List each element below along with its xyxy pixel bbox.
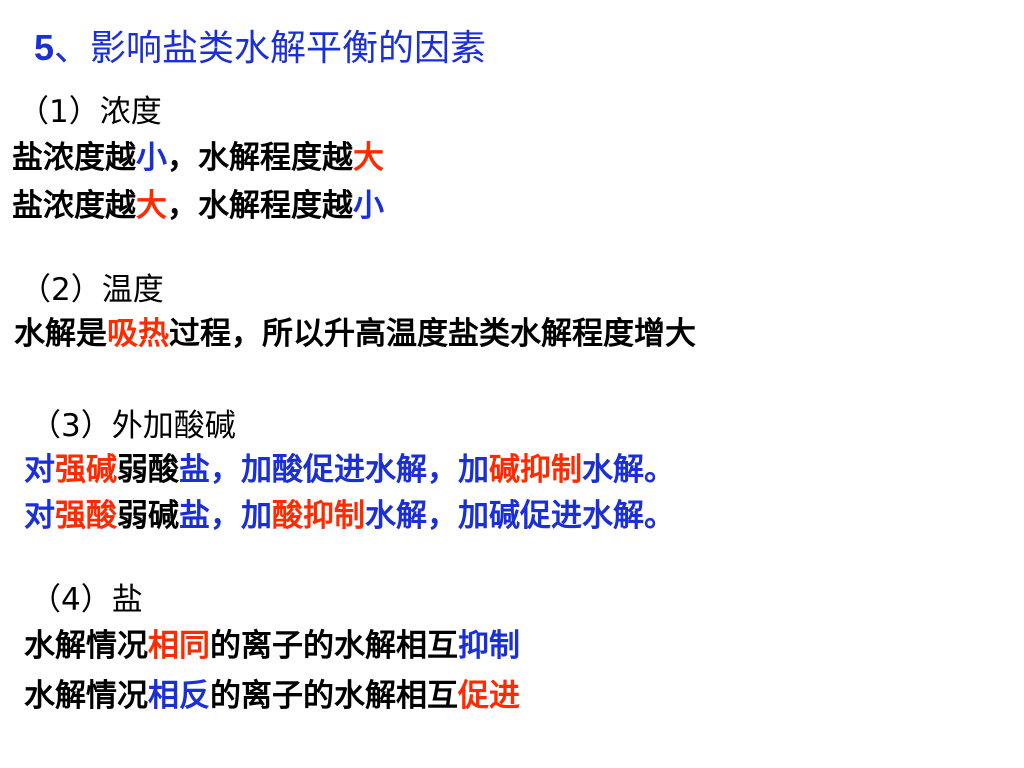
concentration-line-2: 盐浓度越大，水解程度越小 [12, 186, 384, 226]
salt-line-2-segment: 相反 [148, 678, 210, 714]
acid-base-line-2-segment: 水解，加碱促进水解。 [365, 498, 675, 534]
heading-acid-base-segment: （3）外加酸碱 [30, 408, 236, 444]
concentration-line-1-segment: 小 [136, 140, 167, 176]
acid-base-line-2-segment: 对 [24, 498, 55, 534]
heading-salt: （4）盐 [30, 580, 143, 620]
temperature-line-segment: 吸热 [107, 316, 169, 352]
salt-line-1-segment: 的离子的水解相互 [210, 628, 458, 664]
concentration-line-1: 盐浓度越小，水解程度越大 [12, 138, 384, 178]
acid-base-line-1-segment: 盐，加酸促进水解，加 [179, 452, 489, 488]
concentration-line-1-segment: ，水解程度越 [167, 140, 353, 176]
acid-base-line-1-segment: 碱抑制 [489, 452, 582, 488]
acid-base-line-2-segment: 弱碱 [117, 498, 179, 534]
acid-base-line-2-segment: 盐，加 [179, 498, 272, 534]
concentration-line-2-segment: 小 [353, 188, 384, 224]
concentration-line-1-segment: 大 [353, 140, 384, 176]
slide-title-segment: 、影响盐类水解平衡的因素 [54, 28, 487, 69]
slide-title-segment: 5 [34, 27, 55, 68]
acid-base-line-2-segment: 强酸 [55, 498, 117, 534]
acid-base-line-1-segment: 强碱 [55, 452, 117, 488]
acid-base-line-1-segment: 水解。 [582, 452, 675, 488]
acid-base-line-1-segment: 对 [24, 452, 55, 488]
salt-line-1: 水解情况相同的离子的水解相互抑制 [24, 626, 520, 666]
acid-base-line-1: 对强碱弱酸盐，加酸促进水解，加碱抑制水解。 [24, 450, 675, 490]
acid-base-line-2: 对强酸弱碱盐，加酸抑制水解，加碱促进水解。 [24, 496, 675, 536]
temperature-line-segment: 水解是 [14, 316, 107, 352]
concentration-line-2-segment: 盐浓度越 [12, 188, 136, 224]
salt-line-2-segment: 促进 [458, 678, 520, 714]
salt-line-1-segment: 相同 [148, 628, 210, 664]
temperature-line-segment: 过程，所以升高温度盐类水解程度增大 [169, 316, 696, 352]
temperature-line: 水解是吸热过程，所以升高温度盐类水解程度增大 [14, 314, 696, 354]
salt-line-2-segment: 水解情况 [24, 678, 148, 714]
heading-concentration-segment: （1）浓度 [18, 94, 162, 130]
heading-temperature-segment: （2）温度 [20, 272, 164, 308]
acid-base-line-2-segment: 酸抑制 [272, 498, 365, 534]
concentration-line-2-segment: 大 [136, 188, 167, 224]
acid-base-line-1-segment: 弱酸 [117, 452, 179, 488]
salt-line-1-segment: 抑制 [458, 628, 520, 664]
salt-line-2-segment: 的离子的水解相互 [210, 678, 458, 714]
salt-line-1-segment: 水解情况 [24, 628, 148, 664]
heading-acid-base: （3）外加酸碱 [30, 406, 236, 446]
concentration-line-1-segment: 盐浓度越 [12, 140, 136, 176]
concentration-line-2-segment: ，水解程度越 [167, 188, 353, 224]
salt-line-2: 水解情况相反的离子的水解相互促进 [24, 676, 520, 716]
heading-salt-segment: （4）盐 [30, 582, 143, 618]
heading-temperature: （2）温度 [20, 270, 164, 310]
slide-title: 5、影响盐类水解平衡的因素 [34, 26, 486, 71]
heading-concentration: （1）浓度 [18, 92, 162, 132]
